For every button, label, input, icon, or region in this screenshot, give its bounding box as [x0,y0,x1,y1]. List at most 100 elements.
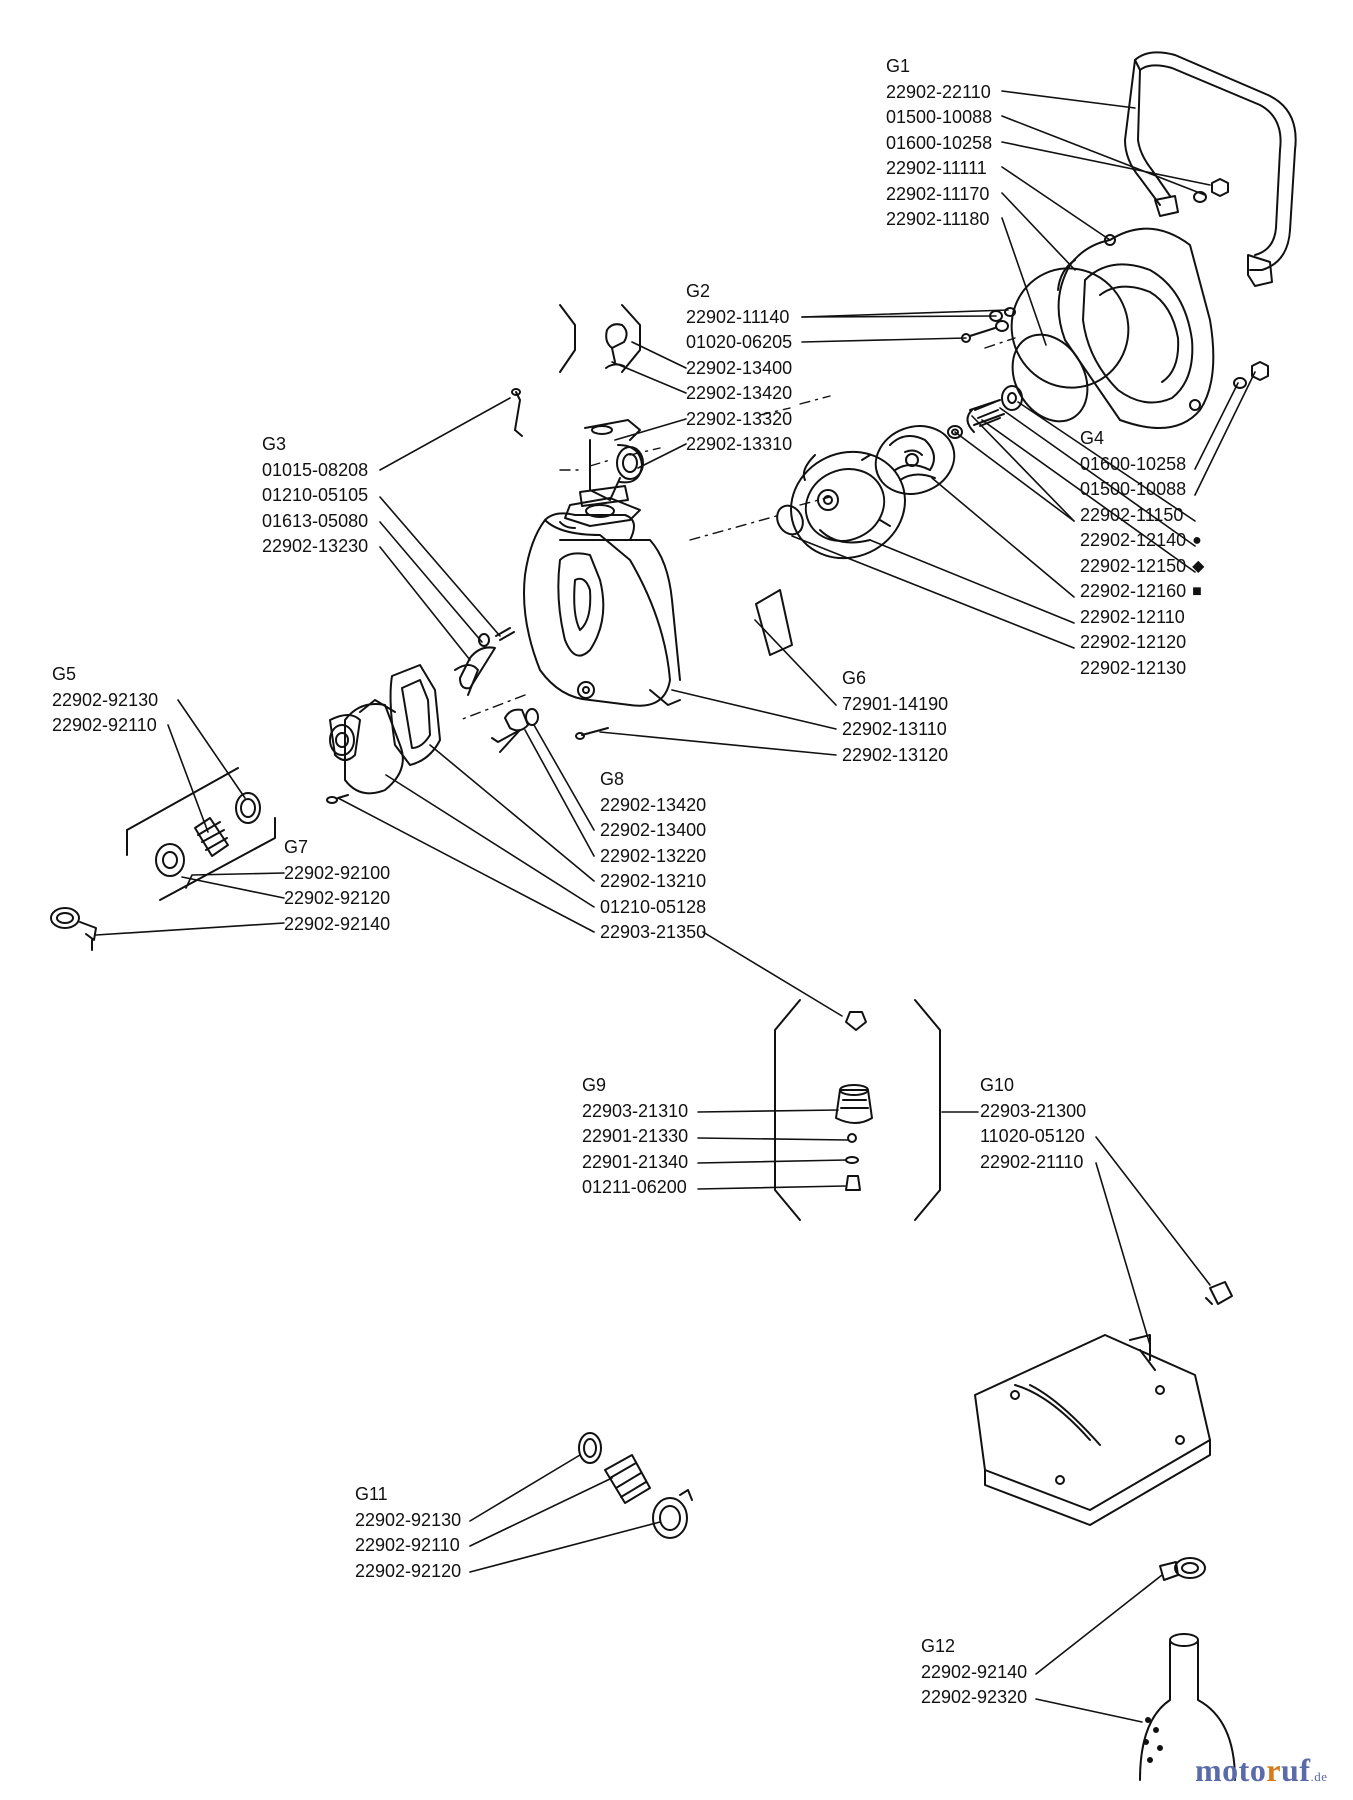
bracket-g2 [559,304,641,373]
knob-g10 [1205,1281,1233,1305]
part-number[interactable]: 22903-21350 [600,922,707,942]
part-number[interactable]: 22902-11140 [686,306,790,327]
part-number[interactable]: 22902-92140 [284,913,391,934]
case-cover [1057,227,1215,429]
impeller [874,425,956,495]
part-number[interactable]: 22902-13420 [686,383,793,403]
long-bolt [511,388,523,437]
hose-fitting-g7 [126,767,276,901]
part-number[interactable]: 22902-12120 [1080,632,1187,652]
part-number[interactable]: 22903-21310 [582,1100,689,1121]
base-frame [974,1334,1211,1526]
part-number[interactable]: 22902-22110 [886,81,991,102]
part-number[interactable]: 01500-10088 [886,107,993,127]
group-label: G2 [686,281,711,301]
part-number[interactable]: 22902-13220 [600,845,707,866]
part-number[interactable]: 01210-05128 [600,896,707,917]
check-valve [491,708,539,753]
part-number[interactable]: 22902-12130 [1080,657,1187,678]
strainer-g12 [1139,1633,1236,1781]
filler-cap [605,323,628,369]
pump-body [523,512,681,707]
part-number[interactable]: 22902-92120 [355,1560,462,1581]
axis-line-3 [459,694,526,721]
group-label: G12 [921,1636,956,1656]
bracket-g9 [774,999,941,1221]
watermark-logo: motoruf.de [1195,1752,1328,1788]
part-number[interactable]: 22902-13120 [842,744,949,765]
part-number[interactable]: 22902-92110 [355,1535,460,1555]
label-plate [755,589,793,656]
part-number[interactable]: 22902-92130 [52,689,159,710]
group-g5: G5 22902-92130 22902-92110 [52,662,158,739]
group-label: G4 [1080,428,1105,448]
o-ring [1011,333,1089,423]
group-g2: G2 22902-11140 01020-06205 22902-13400 2… [686,279,792,458]
plug-g8 [845,1011,867,1031]
rear-bolt [326,794,349,804]
part-number[interactable]: 22902-12110 [1080,606,1185,627]
part-number[interactable]: 01613-05080 [262,510,369,531]
part-number[interactable]: 22902-11111 [886,158,987,178]
group-g9: G9 22903-21310 22901-21330 22901-21340 0… [582,1073,688,1201]
handle-frame [1124,51,1297,287]
part-number-circle-marked[interactable]: 22902-12140● [1080,528,1206,554]
part-number[interactable]: 22902-11170 [886,183,990,204]
group-label: G6 [842,668,867,688]
part-number[interactable]: 72901-14190 [842,693,949,714]
part-number[interactable]: 01015-08208 [262,459,369,480]
part-number-diamond-marked[interactable]: 22902-12150◆ [1080,554,1206,580]
part-number[interactable]: 22902-13420 [600,794,707,815]
part-number[interactable]: 22902-13210 [600,871,707,891]
part-number[interactable]: 01500-10088 [1080,479,1187,499]
part-number[interactable]: 01211-06200 [582,1177,687,1197]
group-g7: G7 22902-92100 22902-92120 22902-92140 [284,835,390,937]
part-number[interactable]: 22902-11180 [886,209,990,229]
part-number[interactable]: 01600-10258 [1080,453,1187,474]
part-number[interactable]: 01020-06205 [686,332,793,352]
volute-casing [790,450,906,560]
part-number[interactable]: 22902-92120 [284,888,391,908]
small-bolt-g6 [575,727,609,740]
part-number[interactable]: 22903-21300 [980,1100,1087,1121]
part-number[interactable]: 22901-21340 [582,1151,689,1172]
square-marker-icon: ■ [1192,583,1202,600]
group-g1: G1 22902-22110 01500-10088 01600-10258 2… [886,54,992,233]
part-number[interactable]: 22902-13400 [686,357,793,378]
part-number[interactable]: 22902-13310 [686,434,793,454]
gasket-ring-large [1010,267,1130,389]
part-number[interactable]: 22902-13230 [262,536,369,556]
group-g8: G8 22902-13420 22902-13400 22902-13220 2… [600,767,706,946]
group-label: G11 [355,1484,388,1504]
group-g4: G4 01600-10258 01500-10088 22902-11150 2… [1080,426,1206,681]
group-label: G10 [980,1075,1015,1095]
leader-lines [95,90,1256,1723]
part-number[interactable]: 22902-92100 [284,862,391,883]
part-number[interactable]: 22902-11150 [1080,504,1184,525]
part-number[interactable]: 22902-92110 [52,715,157,735]
part-number[interactable]: 22902-13110 [842,719,947,739]
part-number[interactable]: 22902-21110 [980,1151,1084,1172]
part-number[interactable]: 22902-13320 [686,408,793,429]
hose-parts-g11 [578,1432,693,1539]
hose-clamp-g7 [50,907,97,951]
part-number[interactable]: 22902-92320 [921,1687,1028,1707]
nut-washer-top [1193,178,1229,203]
part-number[interactable]: 22902-92130 [355,1509,462,1530]
part-number[interactable]: 11020-05120 [980,1126,1085,1146]
group-label: G3 [262,434,287,454]
part-number[interactable]: 22901-21330 [582,1126,689,1146]
part-number[interactable]: 22902-92140 [921,1661,1028,1682]
group-g10: G10 22903-21300 11020-05120 22902-21110 [980,1073,1086,1175]
part-number[interactable]: 01210-05105 [262,485,369,505]
part-number[interactable]: 22902-13400 [600,820,707,840]
nut-washer-right [1233,361,1269,389]
diamond-marker-icon: ◆ [1192,557,1205,575]
part-number-square-marked[interactable]: 22902-12160■ [1080,579,1206,605]
circle-marker-icon: ● [1192,532,1202,549]
group-g3: G3 01015-08208 01210-05105 01613-05080 2… [262,432,368,560]
group-label: G9 [582,1075,607,1095]
part-number[interactable]: 01600-10258 [886,132,993,153]
